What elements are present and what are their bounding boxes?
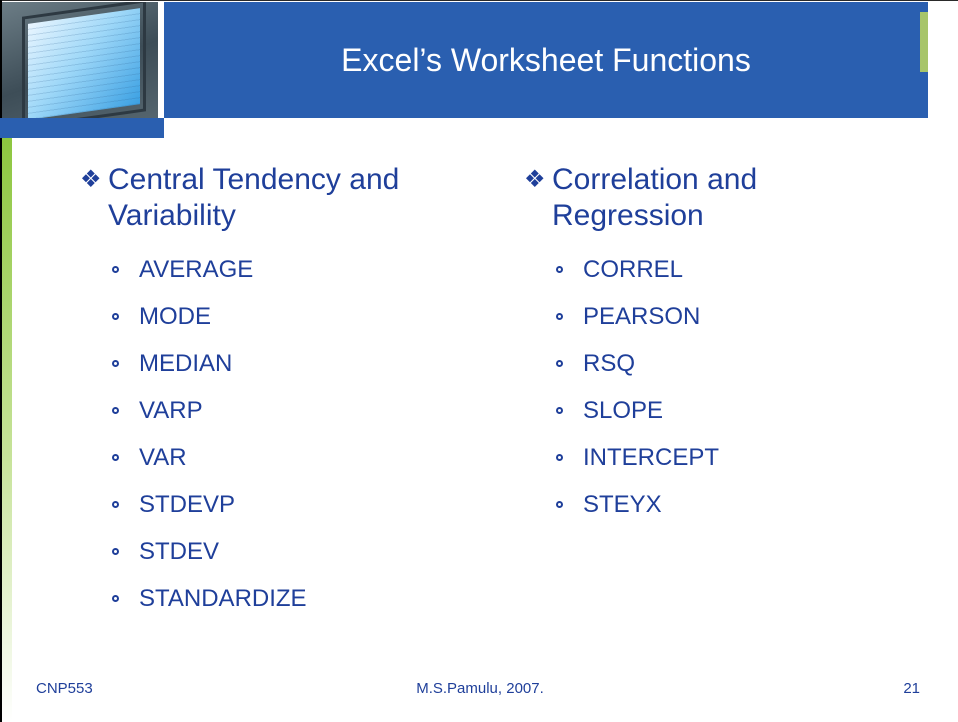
function-name: MODE	[139, 302, 211, 330]
circle-bullet-icon	[112, 313, 119, 320]
circle-bullet-icon	[112, 360, 119, 367]
list-item: VARP	[112, 387, 485, 434]
diamond-bullet-icon: ❖	[524, 166, 546, 193]
top-rule	[0, 0, 958, 1]
column-correlation-regression: ❖ Correlation and Regression CORREL PEAR…	[524, 162, 904, 528]
footer-course-code: CNP553	[36, 680, 93, 697]
function-name: STANDARDIZE	[139, 584, 307, 612]
list-item: STANDARDIZE	[112, 575, 485, 622]
circle-bullet-icon	[556, 501, 563, 508]
list-item: MEDIAN	[112, 340, 485, 387]
function-name: INTERCEPT	[583, 443, 720, 471]
list-item: STDEVP	[112, 481, 485, 528]
list-item: SLOPE	[556, 387, 904, 434]
list-item: STEYX	[556, 481, 904, 528]
function-name: RSQ	[583, 349, 636, 377]
circle-bullet-icon	[556, 360, 563, 367]
monitor-frame	[22, 2, 146, 118]
diamond-bullet-icon: ❖	[80, 166, 102, 193]
function-name: AVERAGE	[139, 255, 254, 283]
list-item: CORREL	[556, 246, 904, 293]
circle-bullet-icon	[556, 454, 563, 461]
title-accent-bar	[920, 12, 928, 72]
circle-bullet-icon	[112, 501, 119, 508]
function-name: MEDIAN	[139, 349, 233, 377]
column-heading: ❖ Correlation and Regression	[524, 162, 904, 234]
function-name: STDEVP	[139, 490, 236, 518]
function-name: CORREL	[583, 255, 684, 283]
list-item: VAR	[112, 434, 485, 481]
function-name: VAR	[139, 443, 187, 471]
function-list: CORREL PEARSON RSQ SLOPE INTERCEPT STEYX	[524, 246, 904, 528]
left-border-line	[0, 0, 2, 722]
footer-author: M.S.Pamulu, 2007.	[416, 680, 544, 697]
circle-bullet-icon	[112, 266, 119, 273]
circle-bullet-icon	[112, 407, 119, 414]
list-item: STDEV	[112, 528, 485, 575]
column-heading: ❖ Central Tendency and Variability	[80, 162, 485, 234]
function-list: AVERAGE MODE MEDIAN VARP VAR STDEVP STDE…	[80, 246, 485, 622]
left-green-band	[2, 138, 12, 722]
circle-bullet-icon	[556, 313, 563, 320]
list-item: PEARSON	[556, 293, 904, 340]
function-name: PEARSON	[583, 302, 701, 330]
list-item: INTERCEPT	[556, 434, 904, 481]
header-accent-band	[0, 118, 164, 138]
circle-bullet-icon	[112, 595, 119, 602]
title-bar: Excel’s Worksheet Functions	[164, 2, 928, 118]
heading-text: Central Tendency and Variability	[108, 163, 400, 232]
slide-title: Excel’s Worksheet Functions	[341, 41, 751, 78]
heading-text: Correlation and Regression	[552, 163, 758, 232]
circle-bullet-icon	[556, 266, 563, 273]
list-item: RSQ	[556, 340, 904, 387]
list-item: AVERAGE	[112, 246, 485, 293]
function-name: VARP	[139, 396, 203, 424]
circle-bullet-icon	[112, 454, 119, 461]
computer-monitor-image	[2, 2, 158, 118]
list-item: MODE	[112, 293, 485, 340]
slide-number: 21	[903, 680, 920, 697]
function-name: SLOPE	[583, 396, 664, 424]
circle-bullet-icon	[112, 548, 119, 555]
function-name: STDEV	[139, 537, 220, 565]
function-name: STEYX	[583, 490, 662, 518]
column-central-tendency: ❖ Central Tendency and Variability AVERA…	[80, 162, 485, 622]
circle-bullet-icon	[556, 407, 563, 414]
